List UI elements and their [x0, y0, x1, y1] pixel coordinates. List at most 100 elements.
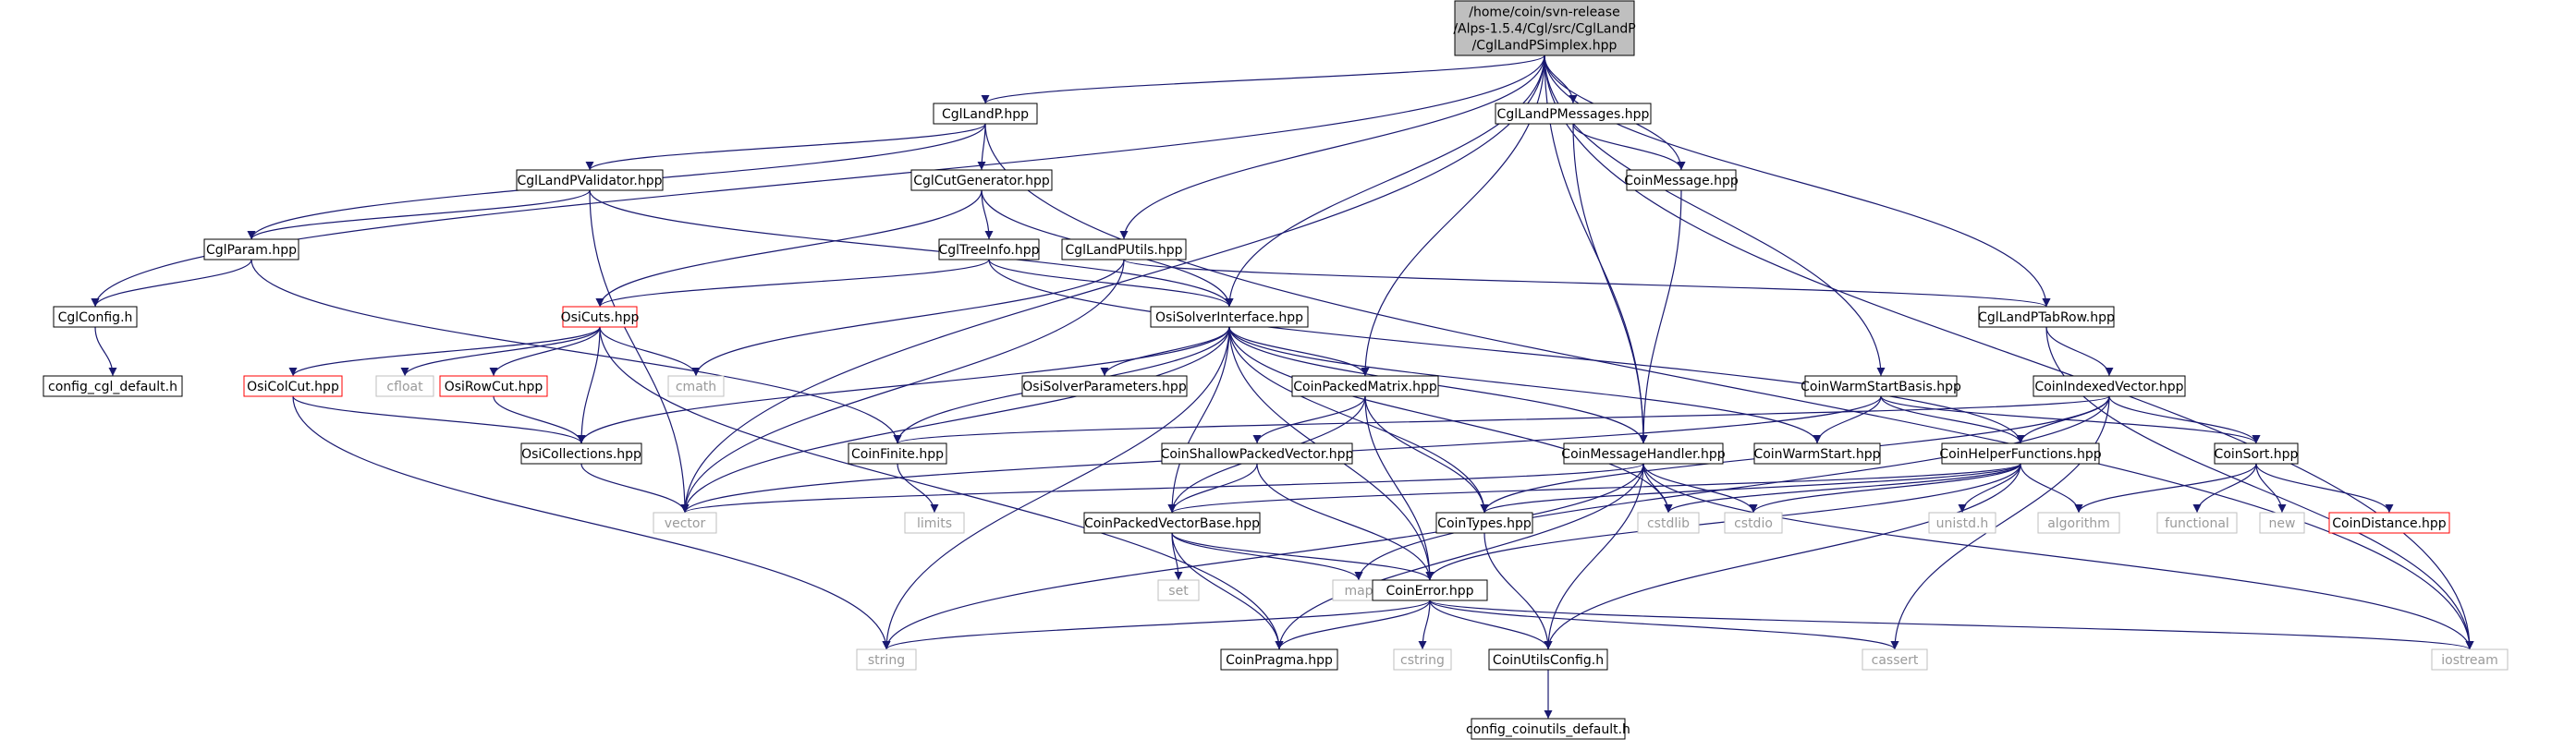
edge-CglLandPValidator-to-CglParam [247, 189, 591, 240]
node-box-set [1157, 579, 1200, 601]
node-CoinError[interactable]: CoinError.hpp [1372, 579, 1488, 601]
node-OsiCuts[interactable]: OsiCuts.hpp [561, 306, 640, 328]
node-CoinFinite[interactable]: CoinFinite.hpp [848, 442, 947, 465]
edge-CglCutGenerator-to-OsiCuts [595, 189, 983, 308]
node-CglLandP[interactable]: CglLandP.hpp [933, 103, 1038, 125]
node-label-map: map [1344, 584, 1373, 599]
node-CoinMessageHandler[interactable]: CoinMessageHandler.hpp [1561, 442, 1726, 465]
node-box-CoinMessageHandler [1563, 442, 1724, 465]
node-label-CglLandPMessages: CglLandPMessages.hpp [1497, 107, 1650, 122]
edge-OsiSolverInterface-to-CoinTypes [1228, 326, 1489, 514]
node-CglParam[interactable]: CglParam.hpp [203, 238, 299, 260]
edge-OsiSolverInterface-to-vector [680, 326, 1230, 514]
edge-OsiSolverInterface-to-CoinPackedVectorBase [1167, 326, 1230, 514]
node-OsiSolverInterface[interactable]: OsiSolverInterface.hpp [1150, 306, 1309, 328]
node-CoinTypes[interactable]: CoinTypes.hpp [1435, 512, 1533, 534]
node-CglLandPTabRow[interactable]: CglLandPTabRow.hpp [1978, 306, 2115, 328]
edge-OsiSolverInterface-to-OsiCollections [577, 326, 1230, 444]
node-CoinWarmStart[interactable]: CoinWarmStart.hpp [1753, 442, 1881, 465]
node-config_coinutils_default[interactable]: config_coinutils_default.h [1466, 718, 1630, 740]
node-label-CglCutGenerator: CglCutGenerator.hpp [913, 174, 1050, 188]
node-OsiSolverParameters[interactable]: OsiSolverParameters.hpp [1021, 375, 1188, 397]
node-CglTreeInfo[interactable]: CglTreeInfo.hpp [938, 238, 1040, 260]
edge-OsiSolverInterface-to-CoinWarmStart [1228, 326, 1822, 444]
node-box-CglParam [203, 238, 299, 260]
edge-CoinPackedVectorBase-to-CoinPragma [1171, 532, 1284, 650]
node-CoinSort[interactable]: CoinSort.hpp [2214, 442, 2299, 465]
nodes-layer: /home/coin/svn-release/Alps-1.5.4/Cgl/sr… [43, 0, 2509, 740]
node-box-string [856, 648, 917, 671]
edge-OsiCuts-to-OsiRowCut [489, 326, 601, 377]
node-label-CoinWarmStart: CoinWarmStart.hpp [1753, 447, 1880, 462]
node-box-OsiSolverInterface [1150, 306, 1309, 328]
node-OsiRowCut[interactable]: OsiRowCut.hpp [439, 375, 548, 397]
edge-CglConfig-to-config_cgl_default [94, 326, 117, 377]
node-label-vector: vector [665, 516, 706, 531]
node-box-OsiCuts [562, 306, 638, 328]
node-label-CoinPackedVectorBase: CoinPackedVectorBase.hpp [1084, 516, 1260, 531]
node-CoinPragma[interactable]: CoinPragma.hpp [1220, 648, 1338, 671]
edge-CoinPackedVectorBase-to-CoinError [1171, 532, 1435, 581]
node-box-CoinWarmStart [1753, 442, 1881, 465]
node-label-unistd: unistd.h [1936, 516, 1989, 531]
node-root[interactable]: /home/coin/svn-release/Alps-1.5.4/Cgl/sr… [1453, 0, 1636, 56]
node-CoinPackedVectorBase[interactable]: CoinPackedVectorBase.hpp [1083, 512, 1261, 534]
node-OsiColCut[interactable]: OsiColCut.hpp [243, 375, 343, 397]
edge-OsiCollections-to-vector [580, 463, 690, 514]
node-box-OsiColCut [243, 375, 343, 397]
node-CglLandPUtils[interactable]: CglLandPUtils.hpp [1061, 238, 1187, 260]
edge-root-to-iostream [1544, 55, 2474, 650]
edge-CoinFinite-to-limits [897, 463, 939, 514]
node-label-OsiCuts: OsiCuts.hpp [561, 310, 640, 325]
node-box-CoinIndexedVector [2033, 375, 2186, 397]
node-config_cgl_default[interactable]: config_cgl_default.h [43, 375, 183, 397]
edge-OsiColCut-to-OsiCollections [292, 395, 586, 444]
node-CglCutGenerator[interactable]: CglCutGenerator.hpp [910, 169, 1053, 191]
node-CoinWarmStartBasis[interactable]: CoinWarmStartBasis.hpp [1801, 375, 1961, 397]
node-CoinShallowPackedVector[interactable]: CoinShallowPackedVector.hpp [1161, 442, 1354, 465]
edge-CglLandPValidator-to-OsiSolverInterface [589, 189, 1234, 308]
node-label-OsiSolverParameters: OsiSolverParameters.hpp [1022, 380, 1187, 394]
node-CglLandPValidator[interactable]: CglLandPValidator.hpp [516, 169, 664, 191]
edge-CoinPackedMatrix-to-CoinError [1364, 395, 1435, 581]
node-cstring: cstring [1393, 648, 1452, 671]
edge-CoinPackedVectorBase-to-map [1171, 532, 1363, 581]
node-CoinIndexedVector[interactable]: CoinIndexedVector.hpp [2033, 375, 2186, 397]
edge-CoinError-to-cstring [1418, 600, 1431, 650]
edge-CglLandPUtils-to-vector [680, 259, 1125, 514]
edge-CoinHelperFunctions-to-CoinUtilsConfig [1544, 463, 2021, 650]
node-CoinMessage[interactable]: CoinMessage.hpp [1624, 169, 1739, 191]
node-CglLandPMessages[interactable]: CglLandPMessages.hpp [1495, 103, 1652, 125]
node-unistd: unistd.h [1928, 512, 1996, 534]
node-box-unistd [1928, 512, 1996, 534]
node-CoinUtilsConfig[interactable]: CoinUtilsConfig.h [1488, 648, 1608, 671]
edge-CoinMessageHandler-to-cstdio [1642, 463, 1758, 514]
node-box-CoinPackedVectorBase [1083, 512, 1261, 534]
node-label-CglLandPValidator: CglLandPValidator.hpp [517, 174, 662, 188]
node-functional: functional [2156, 512, 2238, 534]
node-OsiCollections[interactable]: OsiCollections.hpp [520, 442, 642, 465]
edge-root-to-CglConfig [91, 55, 1545, 308]
node-box-CglLandPUtils [1061, 238, 1187, 260]
edge-CoinMessageHandler-to-iostream [1642, 463, 2474, 650]
node-label-CoinSort: CoinSort.hpp [2215, 447, 2299, 462]
node-box-CglLandP [933, 103, 1038, 125]
node-box-CoinUtilsConfig [1488, 648, 1608, 671]
node-CoinHelperFunctions[interactable]: CoinHelperFunctions.hpp [1939, 442, 2102, 465]
node-label-CoinIndexedVector: CoinIndexedVector.hpp [2034, 380, 2183, 394]
node-box-CoinWarmStartBasis [1804, 375, 1958, 397]
node-box-cfloat [375, 375, 434, 397]
edge-CglLandPTabRow-to-CoinIndexedVector [2045, 326, 2114, 377]
node-CoinPackedMatrix[interactable]: CoinPackedMatrix.hpp [1291, 375, 1439, 397]
node-label-CglLandPTabRow: CglLandPTabRow.hpp [1978, 310, 2115, 325]
node-label-CoinWarmStartBasis: CoinWarmStartBasis.hpp [1801, 380, 1961, 394]
edge-CoinError-to-iostream [1429, 600, 2474, 650]
node-box-CoinError [1372, 579, 1488, 601]
node-label-CglTreeInfo: CglTreeInfo.hpp [938, 243, 1039, 258]
edge-OsiCuts-to-cmath [599, 326, 701, 377]
node-label-CglLandP: CglLandP.hpp [942, 107, 1029, 122]
node-CglConfig[interactable]: CglConfig.h [53, 306, 138, 328]
edge-CoinTypes-to-CoinUtilsConfig [1483, 532, 1553, 650]
node-box-cstdlib [1637, 512, 1700, 534]
node-CoinDistance[interactable]: CoinDistance.hpp [2328, 512, 2450, 534]
